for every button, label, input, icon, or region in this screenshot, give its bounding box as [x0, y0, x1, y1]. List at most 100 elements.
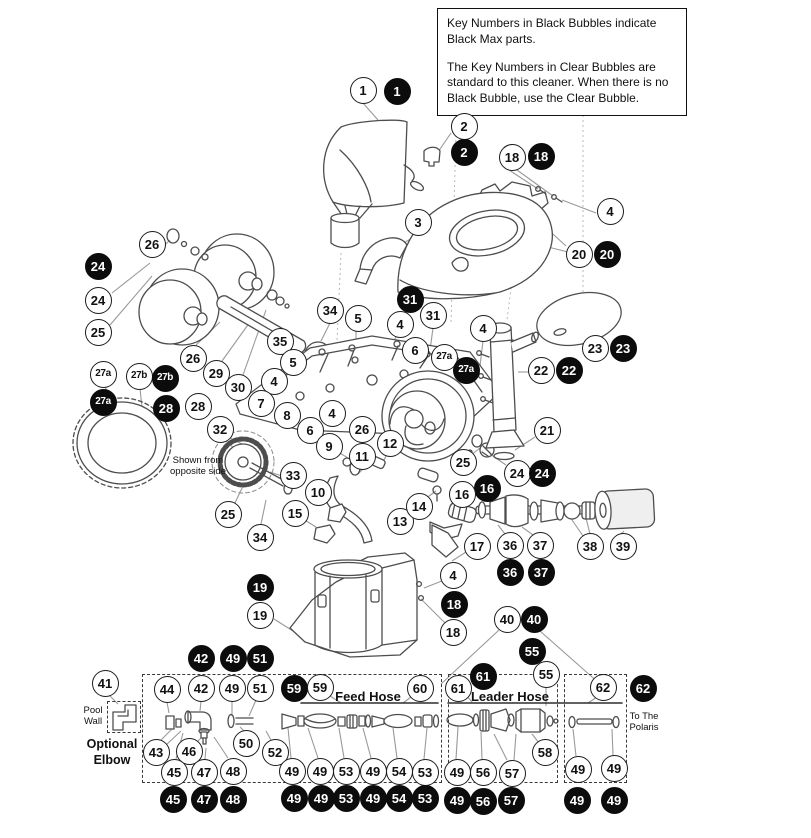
legend-text-black-bubbles: Key Numbers in Black Bubbles indicate Bl…: [447, 16, 657, 46]
part-bubble-34-clear: 34: [316, 296, 344, 324]
part-bubble-47-clear: 47: [190, 758, 218, 786]
part-bubble-48-black: 48: [219, 785, 247, 813]
legend-box: Key Numbers in Black Bubbles indicate Bl…: [437, 8, 687, 117]
part-bubble-27b-clear: 27b: [125, 362, 153, 390]
part-bubble-53-clear: 53: [332, 757, 360, 785]
part-bubble-38-clear: 38: [576, 532, 604, 560]
part-bubble-36-black: 36: [496, 558, 524, 586]
part-bubble-25-clear: 25: [84, 318, 112, 346]
part-bubble-61-clear: 61: [444, 674, 472, 702]
part-bubble-28-clear: 28: [184, 392, 212, 420]
part-bubble-49-clear: 49: [443, 758, 471, 786]
shown-from-opposite-side-label: Shown from opposite side: [170, 455, 226, 478]
part-bubble-42-clear: 42: [187, 674, 215, 702]
hose-parts-row: [112, 704, 620, 745]
part-bubble-17-clear: 17: [463, 532, 491, 560]
part-bubble-37-black: 37: [527, 558, 555, 586]
part-bubble-57-clear: 57: [498, 759, 526, 787]
part-bubble-59-clear: 59: [306, 673, 334, 701]
part-bubble-51-black: 51: [246, 644, 274, 672]
part-bubble-23-clear: 23: [581, 334, 609, 362]
part-bubble-55-black: 55: [518, 637, 546, 665]
leader-hose-label: Leader Hose: [470, 689, 550, 704]
part-bubble-27a-clear: 27a: [89, 360, 117, 388]
part-bubble-40-clear: 40: [493, 605, 521, 633]
part-bubble-2-black: 2: [450, 138, 478, 166]
part-bubble-22-clear: 22: [527, 356, 555, 384]
part-bubble-16-clear: 16: [448, 480, 476, 508]
part-bubble-19-clear: 19: [246, 601, 274, 629]
part-bubble-27b-black: 27b: [151, 364, 179, 392]
to-the-polaris-label: To The Polaris: [629, 711, 659, 734]
part-bubble-49-black: 49: [307, 784, 335, 812]
part-bubble-21-clear: 21: [533, 416, 561, 444]
part-bubble-41-clear: 41: [91, 669, 119, 697]
part-bubble-4-clear: 4: [596, 197, 624, 225]
part-bubble-49-black: 49: [219, 644, 247, 672]
part-bubble-42-black: 42: [187, 644, 215, 672]
part-bubble-49-black: 49: [563, 786, 591, 814]
part-bubble-39-clear: 39: [609, 532, 637, 560]
part-bubble-36-clear: 36: [496, 531, 524, 559]
part-bubble-53-clear: 53: [411, 758, 439, 786]
part-bubble-52-clear: 52: [261, 738, 289, 766]
part-bubble-33-clear: 33: [279, 461, 307, 489]
part-bubble-43-clear: 43: [142, 738, 170, 766]
part-bubble-8-clear: 8: [273, 401, 301, 429]
part-bubble-12-clear: 12: [376, 429, 404, 457]
part-bubble-49-clear: 49: [600, 754, 628, 782]
polaris-connector-section-box: [564, 674, 627, 783]
pool-wall-box: [107, 701, 141, 733]
part-bubble-7-clear: 7: [247, 389, 275, 417]
part-bubble-49-black: 49: [600, 786, 628, 814]
turbine-gear-part: [211, 430, 293, 495]
part-bubble-28-black: 28: [152, 394, 180, 422]
part-bubble-20-black: 20: [593, 240, 621, 268]
part-bubble-40-black: 40: [520, 605, 548, 633]
part-bubble-14-clear: 14: [405, 492, 433, 520]
part-bubble-62-black: 62: [629, 674, 657, 702]
part-bubble-53-black: 53: [332, 784, 360, 812]
part-bubble-56-black: 56: [469, 787, 497, 815]
part-bubble-23-black: 23: [609, 334, 637, 362]
part-bubble-51-clear: 51: [246, 674, 274, 702]
part-bubble-62-clear: 62: [589, 673, 617, 701]
part-bubble-26-clear: 26: [138, 230, 166, 258]
part-bubble-25-clear: 25: [449, 448, 477, 476]
bag-clip-part: [423, 146, 441, 167]
part-bubble-13-clear: 13: [386, 507, 414, 535]
part-bubble-1-black: 1: [383, 77, 411, 105]
part-bubble-49-clear: 49: [218, 674, 246, 702]
part-bubble-49-clear: 49: [564, 755, 592, 783]
part-bubble-6-clear: 6: [296, 416, 324, 444]
optional-elbow-label: Optional Elbow: [86, 737, 138, 767]
part-bubble-4-clear: 4: [439, 561, 467, 589]
part-bubble-61-black: 61: [469, 662, 497, 690]
tire-part: [72, 397, 172, 489]
part-bubble-59-black: 59: [280, 674, 308, 702]
part-bubble-9-clear: 9: [315, 432, 343, 460]
legend-text-clear-bubbles: The Key Numbers in Clear Bubbles are sta…: [447, 59, 669, 106]
part-bubble-19-black: 19: [246, 573, 274, 601]
part-bubble-49-black: 49: [280, 784, 308, 812]
feed-hose-label: Feed Hose: [335, 689, 401, 704]
part-bubble-54-clear: 54: [385, 757, 413, 785]
part-bubble-53-black: 53: [411, 784, 439, 812]
part-bubble-49-black: 49: [443, 786, 471, 814]
part-bubble-3-clear: 3: [404, 208, 432, 236]
part-bubble-18-clear: 18: [498, 143, 526, 171]
part-bubble-1-clear: 1: [349, 76, 377, 104]
cleaner-body-shell: [397, 191, 553, 300]
part-bubble-5-clear: 5: [344, 304, 372, 332]
filter-bag: [323, 119, 425, 249]
part-bubble-58-clear: 58: [531, 738, 559, 766]
part-bubble-4-clear: 4: [318, 399, 346, 427]
part-bubble-30-clear: 30: [224, 373, 252, 401]
part-bubble-22-black: 22: [555, 356, 583, 384]
part-bubble-18-clear: 18: [439, 618, 467, 646]
part-bubble-11-clear: 11: [348, 442, 376, 470]
standpipe-part: [476, 322, 539, 461]
part-bubble-6-clear: 6: [401, 336, 429, 364]
part-bubble-49-clear: 49: [306, 757, 334, 785]
